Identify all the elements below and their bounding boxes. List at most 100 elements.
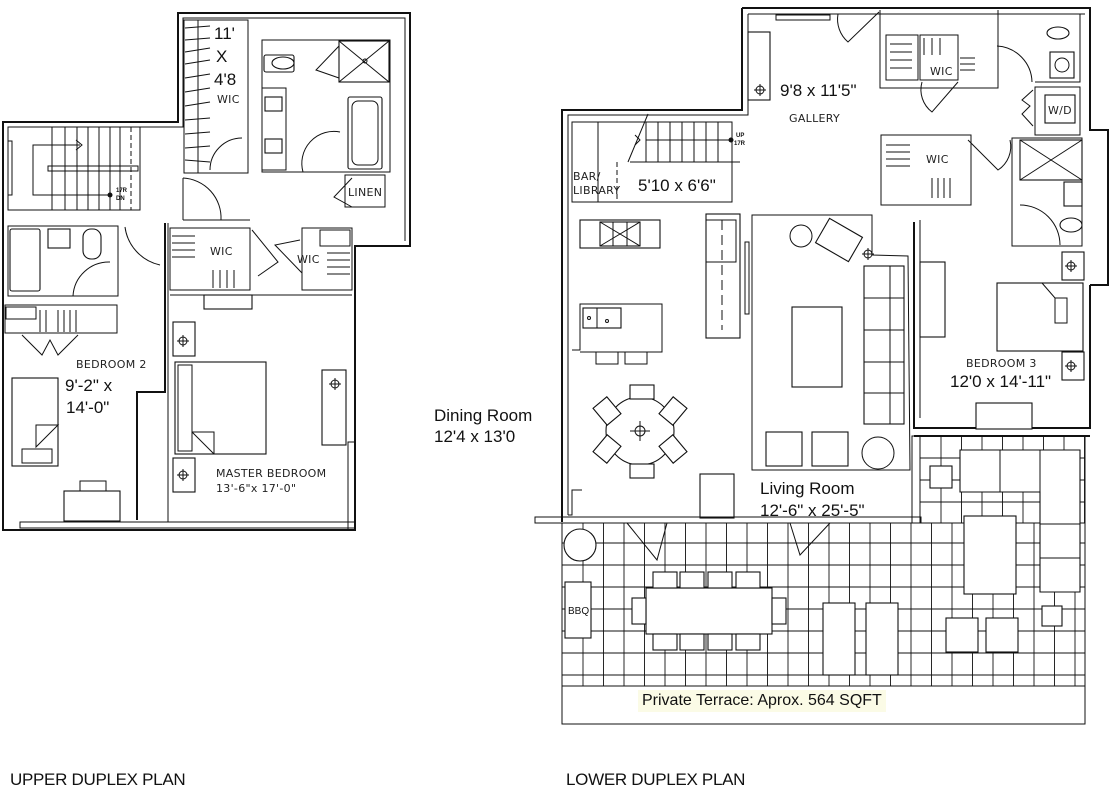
chair-icon: [658, 434, 688, 464]
lower-duplex-plan: 9'8 x 11'5" GALLERY UP 17R BAR/ LIBRARY …: [434, 7, 1109, 725]
toilet-icon: [1059, 217, 1083, 233]
sofa-icon: [863, 265, 905, 425]
stair-note-17r: 17R: [734, 141, 746, 147]
bedroom2-dim-line1: 9'-2" x: [65, 376, 113, 395]
chair-icon: [652, 571, 678, 589]
console-icon: [747, 31, 771, 101]
outdoor-coffee-table-icon: [963, 515, 1017, 595]
sink-icon: [1063, 181, 1083, 207]
upper-duplex-plan: 11' X 4'8 WIC LINEN: [2, 12, 411, 531]
door-swing: [209, 137, 243, 171]
living-room-label: Living Room: [760, 479, 855, 498]
bed-icon: [174, 361, 267, 455]
wic-shelving: [184, 20, 211, 173]
chair-icon: [707, 571, 733, 589]
stair-lower: [571, 113, 740, 203]
stair-note-up: UP: [736, 133, 744, 139]
wic-shelving: [890, 38, 975, 71]
bedroom2-dim-line2: 14'-0": [66, 398, 109, 417]
side-table-icon: [1041, 605, 1063, 627]
bbq-label: BBQ: [568, 606, 589, 617]
chair-icon: [652, 633, 678, 651]
gallery-dim: 9'8 x 11'5": [780, 81, 856, 100]
bed-icon: [996, 282, 1084, 352]
wic-master-1-label: WIC: [210, 245, 233, 258]
wic-shelving: [886, 144, 951, 198]
bathtub-icon: [347, 96, 383, 170]
chair-icon: [771, 597, 787, 625]
round-table-icon: [861, 436, 895, 470]
bedroom3-dim: 12'0 x 14'-11": [950, 372, 1051, 391]
gallery-label: GALLERY: [789, 112, 840, 125]
wic-dim-line1: 11': [214, 24, 235, 43]
wic-shelving: [172, 235, 235, 288]
dining-room-dim: 12'4 x 13'0: [434, 427, 515, 446]
sink-icon: [264, 138, 283, 154]
side-table-icon: [789, 224, 813, 248]
fireplace-icon: [699, 473, 735, 519]
nightstand-icon: [172, 321, 196, 357]
desk-icon: [975, 402, 1033, 430]
chair-icon: [735, 571, 761, 589]
bedroom2-label: BEDROOM 2: [76, 358, 147, 371]
chair-icon: [592, 434, 622, 464]
terrace-area-label: Private Terrace: Aprox. 564 SQFT: [638, 690, 886, 712]
toilet-icon: [82, 228, 102, 260]
chair-icon: [629, 463, 655, 479]
chair-icon: [735, 633, 761, 651]
desk-icon: [63, 490, 121, 522]
outdoor-dining-table-icon: [645, 587, 773, 635]
bbq-icon: [564, 581, 592, 639]
toilet-bowl: [271, 56, 295, 70]
chair-icon: [592, 396, 622, 426]
wic-2-label: WIC: [926, 153, 949, 166]
chair-icon: [679, 571, 705, 589]
chair-icon: [631, 597, 647, 625]
sink-icon: [47, 228, 71, 249]
linen-label: LINEN: [348, 186, 382, 199]
dining-room-label: Dining Room: [434, 406, 532, 425]
coffee-table-icon: [791, 306, 843, 388]
bar-library-label-2: LIBRARY: [573, 184, 620, 197]
armchair-icon: [811, 431, 849, 467]
plant-icon: [563, 528, 597, 562]
armchair-icon: [814, 217, 864, 263]
chair-icon: [629, 384, 655, 400]
sectional-sofa-icon: [959, 449, 1081, 593]
stair-note-dn: DN: [116, 196, 125, 202]
living-room-dim: 12'-6" x 25'-5": [760, 501, 865, 520]
stair-note-17r: 17R: [116, 188, 128, 194]
chair-icon: [679, 633, 705, 651]
master-bedroom-dim: 13'-6"x 17'-0": [216, 482, 296, 495]
bed-icon: [11, 377, 59, 467]
upper-plan-title: UPPER DUPLEX PLAN: [10, 770, 186, 789]
lower-plan-title: LOWER DUPLEX PLAN: [566, 770, 746, 789]
wic-dim-line2: X: [216, 47, 227, 66]
dresser-icon: [919, 261, 946, 338]
armchair-icon: [765, 431, 803, 467]
master-bedroom-label: MASTER BEDROOM: [216, 467, 326, 480]
wic-1-label: WIC: [930, 65, 953, 78]
side-table-icon: [929, 465, 953, 489]
chair-icon: [658, 396, 688, 426]
wic-label: WIC: [217, 93, 240, 106]
terrace-furniture: [563, 449, 1081, 676]
bar-library-label-1: BAR/: [573, 170, 601, 183]
washer-dryer-icon: [1044, 94, 1076, 124]
chair-icon: [707, 633, 733, 651]
bedroom3-label: BEDROOM 3: [966, 357, 1037, 370]
closet-shelving: [39, 310, 77, 332]
outdoor-chair-icon: [985, 617, 1019, 653]
lounger-icon: [865, 602, 899, 676]
wic-dim-line3: 4'8: [214, 70, 236, 89]
bathtub-icon: [9, 228, 41, 292]
bar-library-dim: 5'10 x 6'6": [638, 176, 716, 195]
lounger-icon: [822, 602, 856, 676]
sink-icon: [264, 96, 283, 112]
bench-icon: [203, 294, 253, 310]
sink-icon: [582, 307, 622, 329]
laundry-label: W/D: [1048, 104, 1072, 117]
stair-upper: [7, 126, 141, 211]
wic-master-2-label: WIC: [297, 253, 320, 266]
